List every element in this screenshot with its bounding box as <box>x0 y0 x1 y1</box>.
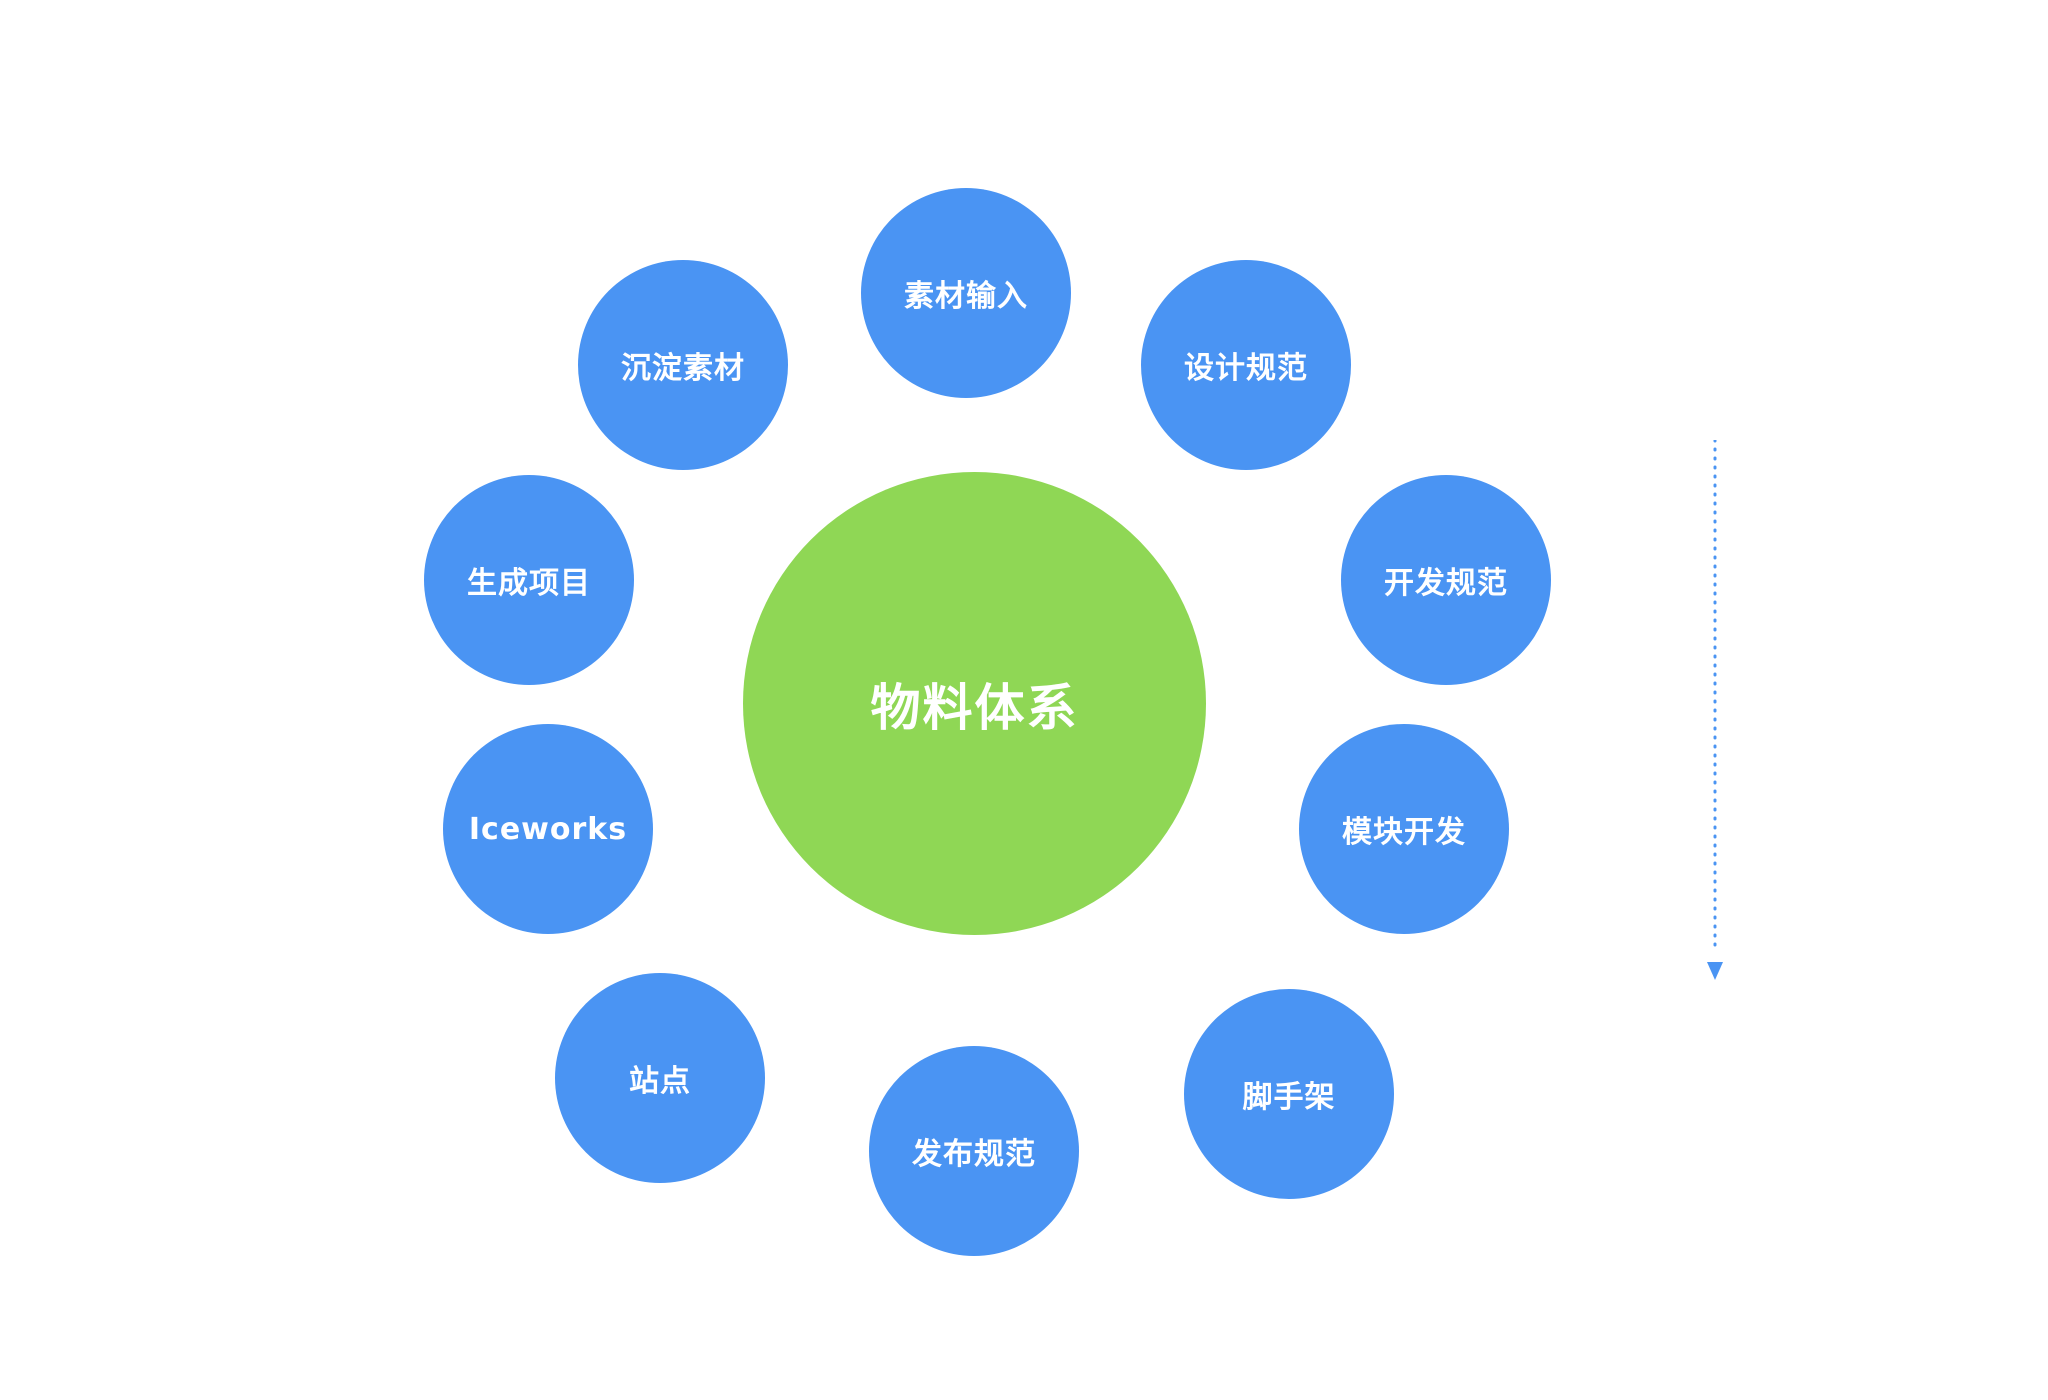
node-accumulate-material: 沉淀素材 <box>578 260 788 470</box>
node-module-dev: 模块开发 <box>1299 724 1509 934</box>
node-label: 开发规范 <box>1384 566 1508 601</box>
center-node-label: 物料体系 <box>870 678 1079 737</box>
node-generate-project: 生成项目 <box>424 475 634 685</box>
arrow-head-icon <box>1707 962 1723 980</box>
center-node: 物料体系 <box>743 472 1206 935</box>
flow-direction-arrow <box>1707 440 1723 980</box>
node-material-input: 素材输入 <box>861 188 1071 398</box>
node-dev-spec: 开发规范 <box>1341 475 1551 685</box>
node-publish-spec: 发布规范 <box>869 1046 1079 1256</box>
node-site: 站点 <box>555 973 765 1183</box>
node-label: 生成项目 <box>467 566 591 601</box>
node-label: 脚手架 <box>1242 1080 1336 1115</box>
node-label: 站点 <box>629 1064 691 1099</box>
node-label: 设计规范 <box>1184 351 1308 386</box>
node-label: 发布规范 <box>912 1137 1036 1172</box>
node-label: 模块开发 <box>1342 815 1466 850</box>
node-label: Iceworks <box>468 811 628 847</box>
node-iceworks: Iceworks <box>443 724 653 934</box>
node-label: 沉淀素材 <box>621 351 745 386</box>
node-scaffold: 脚手架 <box>1184 989 1394 1199</box>
node-label: 素材输入 <box>904 279 1028 314</box>
node-design-spec: 设计规范 <box>1141 260 1351 470</box>
